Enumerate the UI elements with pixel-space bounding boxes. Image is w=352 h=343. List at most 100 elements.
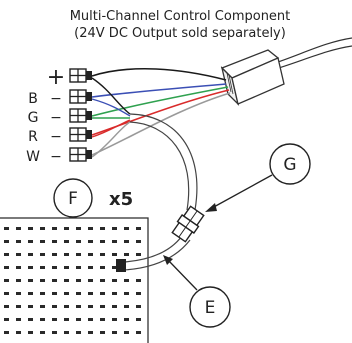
led-dot bbox=[124, 253, 129, 256]
led-dot bbox=[4, 305, 9, 308]
led-dot bbox=[100, 240, 105, 243]
control-module-icon bbox=[220, 49, 285, 107]
led-dot bbox=[28, 331, 33, 334]
panel-plug bbox=[116, 259, 126, 272]
terminal-connector-icon bbox=[69, 89, 92, 104]
led-dot bbox=[112, 279, 117, 282]
led-dot bbox=[100, 227, 105, 230]
led-dot bbox=[4, 253, 9, 256]
panel-cable bbox=[123, 235, 191, 271]
led-dot bbox=[16, 318, 21, 321]
led-dot bbox=[4, 266, 9, 269]
led-dot bbox=[40, 240, 45, 243]
led-dot bbox=[16, 253, 21, 256]
led-dot bbox=[76, 253, 81, 256]
led-dot bbox=[100, 318, 105, 321]
led-dot bbox=[76, 240, 81, 243]
led-dot bbox=[100, 279, 105, 282]
led-dot bbox=[28, 279, 33, 282]
terminal-white-dash: − bbox=[50, 149, 62, 165]
led-dot bbox=[136, 292, 141, 295]
led-dot-grid bbox=[4, 227, 141, 334]
led-dot bbox=[52, 305, 57, 308]
led-dot bbox=[124, 227, 129, 230]
led-dot bbox=[64, 253, 69, 256]
led-dot bbox=[76, 305, 81, 308]
led-dot bbox=[52, 227, 57, 230]
led-dot bbox=[88, 318, 93, 321]
led-dot bbox=[40, 253, 45, 256]
led-dot bbox=[52, 253, 57, 256]
led-dot bbox=[88, 227, 93, 230]
led-dot bbox=[136, 253, 141, 256]
led-dot bbox=[52, 331, 57, 334]
terminal-positive-label: + bbox=[47, 65, 65, 90]
lead-wires bbox=[91, 77, 131, 158]
led-dot bbox=[64, 292, 69, 295]
terminal-positive: + bbox=[47, 65, 92, 90]
led-dot bbox=[28, 292, 33, 295]
callout-e: E bbox=[163, 255, 231, 328]
led-dot bbox=[28, 318, 33, 321]
led-dot bbox=[52, 240, 57, 243]
led-panel-icon bbox=[0, 217, 149, 343]
terminal-wires bbox=[91, 67, 231, 156]
led-dot bbox=[124, 318, 129, 321]
terminal-red-label: R bbox=[28, 129, 38, 145]
callout-g: G bbox=[205, 143, 311, 212]
terminal-list: + B − G − bbox=[26, 65, 92, 165]
led-dot bbox=[100, 292, 105, 295]
led-dot bbox=[124, 240, 129, 243]
led-dot bbox=[100, 331, 105, 334]
led-dot bbox=[40, 279, 45, 282]
led-dot bbox=[16, 305, 21, 308]
led-dot bbox=[4, 227, 9, 230]
led-dot bbox=[136, 331, 141, 334]
terminal-white-label: W bbox=[26, 149, 40, 165]
led-dot bbox=[40, 266, 45, 269]
callout-f-quantity: x5 bbox=[109, 189, 133, 210]
led-dot bbox=[100, 305, 105, 308]
led-dot bbox=[4, 279, 9, 282]
led-dot bbox=[88, 266, 93, 269]
led-dot bbox=[124, 292, 129, 295]
terminal-connector-icon bbox=[69, 68, 92, 83]
led-dot bbox=[40, 292, 45, 295]
led-dot bbox=[88, 292, 93, 295]
led-dot bbox=[76, 318, 81, 321]
terminal-green-label: G bbox=[28, 110, 39, 126]
led-dot bbox=[100, 253, 105, 256]
led-dot bbox=[4, 318, 9, 321]
led-dot bbox=[76, 331, 81, 334]
callout-g-label: G bbox=[283, 155, 296, 175]
terminal-connector-icon bbox=[69, 108, 92, 123]
terminal-connector-icon bbox=[69, 147, 92, 162]
terminal-blue-dash: − bbox=[50, 91, 62, 107]
terminal-green-dash: − bbox=[50, 110, 62, 126]
led-dot bbox=[136, 240, 141, 243]
led-dot bbox=[88, 240, 93, 243]
led-dot bbox=[16, 240, 21, 243]
led-dot bbox=[112, 253, 117, 256]
led-dot bbox=[40, 318, 45, 321]
led-dot bbox=[112, 266, 117, 269]
led-dot bbox=[124, 305, 129, 308]
led-dot bbox=[136, 227, 141, 230]
led-dot bbox=[64, 266, 69, 269]
led-dot bbox=[64, 240, 69, 243]
led-dot bbox=[52, 292, 57, 295]
terminal-blue: B − bbox=[28, 89, 92, 107]
callout-e-label: E bbox=[205, 298, 216, 318]
led-dot bbox=[136, 318, 141, 321]
led-dot bbox=[64, 318, 69, 321]
led-dot bbox=[52, 279, 57, 282]
led-dot bbox=[16, 227, 21, 230]
led-dot bbox=[28, 240, 33, 243]
terminal-connector-icon bbox=[69, 127, 92, 142]
led-dot bbox=[4, 292, 9, 295]
led-dot bbox=[124, 331, 129, 334]
led-dot bbox=[4, 331, 9, 334]
led-dot bbox=[40, 331, 45, 334]
led-dot bbox=[112, 240, 117, 243]
